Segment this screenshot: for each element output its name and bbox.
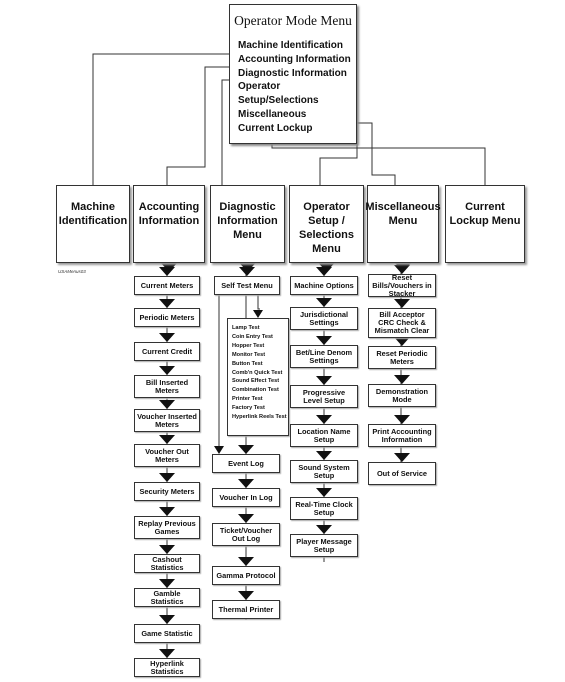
flow-arrow <box>238 557 254 566</box>
flow-arrow <box>239 267 255 276</box>
flow-arrow <box>159 615 175 624</box>
flow-arrow <box>316 376 332 385</box>
accounting-item[interactable]: Current Credit <box>134 342 200 361</box>
misc-item[interactable]: Print Accounting Information <box>368 424 436 447</box>
diagnostic-item[interactable]: Gamma Protocol <box>212 566 280 585</box>
operator-item[interactable]: Progressive Level Setup <box>290 385 358 408</box>
accounting-item[interactable]: Cashout Statistics <box>134 554 200 573</box>
flow-arrow <box>394 415 410 424</box>
accounting-item[interactable]: Gamble Statistics <box>134 588 200 607</box>
operator-mode-menu-items: Machine Identification Accounting Inform… <box>238 39 356 136</box>
self-test-item[interactable]: Printer Test <box>232 396 263 403</box>
main-item-machine-identification[interactable]: Machine Identification <box>238 40 344 51</box>
machine-identification-box[interactable]: Machine Identification <box>56 185 130 263</box>
accounting-item[interactable]: Voucher Inserted Meters <box>134 409 200 432</box>
operator-mode-menu-title: Operator Mode Menu <box>234 13 352 28</box>
misc-item[interactable]: Reset Bills/Vouchers in Stacker <box>368 273 436 297</box>
self-test-item[interactable]: Button Test <box>232 360 263 367</box>
main-item-current-lockup[interactable]: Current Lockup <box>238 122 313 134</box>
flow-arrow <box>159 649 175 658</box>
flow-arrow <box>394 453 410 462</box>
operator-item[interactable]: Machine Options <box>290 276 358 295</box>
self-test-item[interactable]: Monitor Test <box>232 351 266 358</box>
accounting-item[interactable]: Hyperlink Statistics <box>134 658 200 677</box>
misc-item[interactable]: Demonstration Mode <box>368 384 436 407</box>
accounting-item[interactable]: Voucher Out Meters <box>134 444 200 467</box>
flow-arrow <box>394 299 410 308</box>
flow-arrow <box>316 415 332 424</box>
self-test-item[interactable]: Hopper Test <box>232 342 265 349</box>
self-test-item[interactable]: Factory Test <box>232 405 265 412</box>
flow-arrow <box>316 525 332 534</box>
diagnostic-item[interactable]: Thermal Printer <box>212 600 280 619</box>
self-test-item[interactable]: Coin Entry Test <box>232 333 273 340</box>
misc-item[interactable]: Out of Service <box>368 462 436 485</box>
diagnostic-item[interactable]: Voucher In Log <box>212 488 280 507</box>
current-lockup-menu-box[interactable]: Current Lockup Menu <box>445 185 525 263</box>
flow-arrow <box>159 267 175 276</box>
flow-arrow <box>316 451 332 460</box>
flow-arrow <box>159 435 175 444</box>
figure-id: USAMenus03 <box>58 269 86 274</box>
self-test-list: Lamp Test Coin Entry Test Hopper Test Mo… <box>227 318 289 436</box>
flow-arrow <box>238 445 254 454</box>
flow-arrow <box>394 337 410 346</box>
main-item-miscellaneous[interactable]: Miscellaneous <box>238 108 307 120</box>
self-test-item[interactable]: Hyperlink Reels Test <box>232 414 287 421</box>
flow-arrow <box>238 591 254 600</box>
miscellaneous-menu-box[interactable]: Miscellaneous Menu <box>365 185 441 263</box>
self-test-item[interactable]: Lamp Test <box>232 325 260 331</box>
operator-setup-selections-menu-box[interactable]: Operator Setup / Selections Menu <box>289 185 364 263</box>
flow-arrow <box>394 375 410 384</box>
accounting-information-box[interactable]: Accounting Information <box>133 185 205 263</box>
diagnostic-item[interactable]: Self Test Menu <box>214 276 280 295</box>
self-test-item[interactable]: Combination Test <box>232 387 279 394</box>
flow-arrow <box>316 488 332 497</box>
accounting-item[interactable]: Game Statistic <box>134 624 200 643</box>
misc-item[interactable]: Bill Acceptor CRC Check & Mismatch Clear <box>368 308 436 338</box>
main-item-operator-setup[interactable]: Operator Setup/Selections <box>238 81 319 107</box>
accounting-item[interactable]: Security Meters <box>134 482 200 501</box>
flow-arrow <box>159 507 175 516</box>
accounting-item[interactable]: Replay Previous Games <box>134 516 200 539</box>
self-test-item[interactable]: Comb'n Quick Test <box>232 369 283 376</box>
operator-item[interactable]: Player Message Setup <box>290 534 358 557</box>
flow-arrow <box>159 473 175 482</box>
flow-arrow <box>159 333 175 342</box>
flow-arrow <box>316 336 332 345</box>
diagnostic-information-menu-box[interactable]: Diagnostic Information Menu <box>210 185 285 263</box>
accounting-item[interactable]: Current Meters <box>134 276 200 295</box>
operator-item[interactable]: Real-Time Clock Setup <box>290 497 358 520</box>
flow-arrow <box>238 514 254 523</box>
operator-item[interactable]: Sound System Setup <box>290 460 358 483</box>
accounting-item[interactable]: Bill Inserted Meters <box>134 375 200 398</box>
operator-mode-menu-box: Operator Mode Menu Machine Identificatio… <box>229 4 357 144</box>
operator-item[interactable]: Bet/Line Denom Settings <box>290 345 358 368</box>
diagnostic-item[interactable]: Ticket/Voucher Out Log <box>212 523 280 546</box>
flow-arrow <box>159 366 175 375</box>
flow-arrow <box>316 298 332 307</box>
flow-arrow <box>159 579 175 588</box>
self-test-item[interactable]: Sound Effect Test <box>232 378 280 385</box>
main-item-diagnostic-information[interactable]: Diagnostic Information <box>238 67 347 79</box>
misc-item[interactable]: Reset Periodic Meters <box>368 346 436 369</box>
flow-arrow <box>316 267 332 276</box>
flow-arrow <box>394 265 410 274</box>
main-item-accounting-information[interactable]: Accounting Information <box>238 53 351 65</box>
flow-arrow <box>159 299 175 308</box>
diagnostic-item[interactable]: Event Log <box>212 454 280 473</box>
flow-arrow <box>238 479 254 488</box>
flow-arrow <box>159 400 175 409</box>
operator-item[interactable]: Jurisdictional Settings <box>290 307 358 330</box>
accounting-item[interactable]: Periodic Meters <box>134 308 200 327</box>
flow-arrow <box>159 545 175 554</box>
operator-item[interactable]: Location Name Setup <box>290 424 358 447</box>
